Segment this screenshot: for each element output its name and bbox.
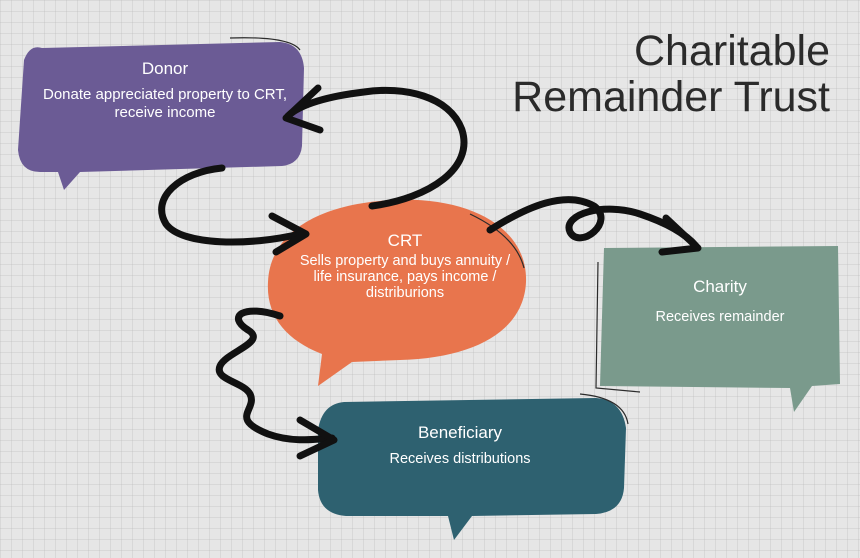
- charity-heading: Charity: [693, 277, 747, 296]
- arrowhead-donor: [282, 84, 324, 134]
- crt-bubble-shape: [267, 199, 527, 386]
- crt-bubble: [267, 199, 527, 386]
- beneficiary-bubble-outline: [579, 393, 629, 425]
- charity-description: Receives remainder: [655, 309, 785, 326]
- beneficiary-bubble-shape: [318, 398, 626, 540]
- beneficiary-bubble: [318, 393, 629, 540]
- charity-bubble: [595, 246, 840, 412]
- diagram-title: Charitable Remainder Trust: [512, 28, 830, 121]
- title-line-1: Charitable: [634, 27, 830, 75]
- title-line-2: Remainder Trust: [512, 73, 830, 122]
- donor-label: Donor Donate appreciated property to CRT…: [40, 59, 290, 121]
- arrowhead-crt: [268, 212, 310, 256]
- donor-bubble-shape: [18, 42, 304, 190]
- beneficiary-heading: Beneficiary: [417, 423, 503, 442]
- crt-heading: CRT: [387, 231, 423, 250]
- crt-bubble-outline: [469, 213, 525, 269]
- arrow-crt-to-beneficiary: [215, 307, 336, 444]
- arrow-donor-to-crt: [158, 164, 304, 246]
- donor-bubble: [18, 37, 304, 190]
- connector-arrows: [158, 84, 702, 460]
- crt-description: Sells property and buys annuity / life i…: [299, 253, 511, 302]
- beneficiary-description: Receives distributions: [389, 451, 531, 468]
- arrowhead-beneficiary: [296, 416, 338, 460]
- beneficiary-label: Beneficiary Receives distributions: [330, 423, 590, 468]
- donor-description: Donate appreciated property to CRT, rece…: [42, 86, 288, 121]
- arrowhead-charity: [658, 214, 702, 256]
- crt-label: CRT Sells property and buys annuity / li…: [290, 231, 520, 302]
- charity-bubble-outline: [595, 261, 641, 393]
- charity-bubble-shape: [600, 246, 840, 412]
- arrow-crt-to-charity: [486, 196, 700, 250]
- arrow-crt-to-donor: [284, 86, 468, 210]
- donor-bubble-outline: [229, 37, 301, 51]
- donor-heading: Donor: [141, 59, 189, 78]
- charity-label: Charity Receives remainder: [600, 277, 840, 326]
